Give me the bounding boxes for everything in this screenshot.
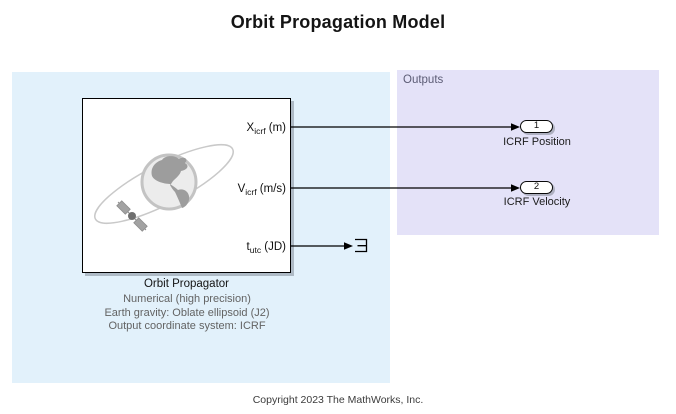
orbit-propagator-block[interactable]: Xicrf (m) Vicrf (m/s) tutc (JD) bbox=[82, 98, 291, 273]
outport-block-1[interactable]: 1 bbox=[520, 120, 553, 133]
annotation-line-1: Numerical (high precision) bbox=[123, 293, 251, 305]
block-annotation: Numerical (high precision) Earth gravity… bbox=[47, 293, 327, 334]
outport-block-2[interactable]: 2 bbox=[520, 181, 553, 194]
model-title: Orbit Propagation Model bbox=[230, 12, 446, 32]
copyright-text: Copyright 2023 The MathWorks, Inc. bbox=[252, 394, 424, 406]
outport-label-icrf-position: ICRF Position bbox=[503, 136, 571, 148]
block-port-vicrf: Vicrf (m/s) bbox=[237, 183, 286, 197]
outputs-region-background: Outputs bbox=[397, 70, 659, 235]
orbit-propagator-block-name: Orbit Propagator bbox=[143, 278, 229, 290]
block-port-tutc: tutc (JD) bbox=[246, 241, 286, 255]
outport-label-icrf-velocity: ICRF Velocity bbox=[503, 196, 571, 208]
outputs-region-label: Outputs bbox=[403, 74, 444, 86]
annotation-line-3: Output coordinate system: ICRF bbox=[108, 320, 266, 332]
annotation-line-2: Earth gravity: Oblate ellipsoid (J2) bbox=[104, 306, 270, 319]
block-port-xicrf: Xicrf (m) bbox=[246, 122, 286, 136]
